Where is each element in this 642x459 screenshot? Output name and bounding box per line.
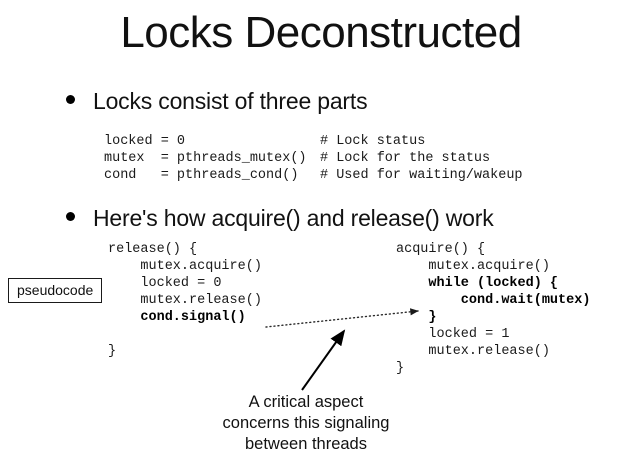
acquire-line-locked: locked = 1 (396, 327, 510, 342)
annotation-caption: A critical aspect concerns this signaling… (190, 392, 422, 455)
declaration-comments: # Lock status # Lock for the status # Us… (320, 134, 523, 183)
pseudocode-label: pseudocode (8, 278, 103, 303)
caption-line-2: concerns this signaling (222, 414, 390, 432)
release-line-2: mutex.acquire() (108, 259, 262, 274)
release-line-close: } (108, 344, 117, 359)
release-line-4: mutex.release() (108, 293, 262, 308)
caption-line-3: between threads (244, 435, 367, 453)
release-line-1: release() { (108, 242, 198, 257)
acquire-code-block: acquire() { mutex.acquire() while (locke… (396, 241, 590, 377)
release-line-3: locked = 0 (108, 276, 222, 291)
acquire-line-2: mutex.acquire() (396, 259, 550, 274)
release-line-signal: cond.signal() (108, 310, 246, 325)
release-code-block: release() { mutex.acquire() locked = 0 m… (108, 241, 262, 360)
bullet-item-acquire-release: Here's how acquire() and release() work (66, 205, 494, 232)
declaration-code: locked = 0 mutex = pthreads_mutex() cond… (104, 134, 307, 183)
acquire-line-wait: cond.wait(mutex) (396, 293, 591, 308)
acquire-line-close: } (396, 361, 405, 376)
bullet-dot-icon (66, 95, 75, 104)
bullet-item-locks-parts: Locks consist of three parts (66, 88, 368, 115)
bullet-dot-icon (66, 212, 75, 221)
page-title: Locks Deconstructed (120, 8, 522, 57)
acquire-line-1: acquire() { (396, 242, 486, 257)
acquire-line-while-close: } (396, 310, 437, 325)
acquire-line-while: while (locked) { (396, 276, 559, 291)
bullet-label: Locks consist of three parts (93, 88, 368, 114)
bullet-label: Here's how acquire() and release() work (93, 205, 494, 231)
acquire-line-release: mutex.release() (396, 344, 550, 359)
caption-pointer-arrow (301, 329, 346, 391)
caption-line-1: A critical aspect (248, 393, 364, 411)
